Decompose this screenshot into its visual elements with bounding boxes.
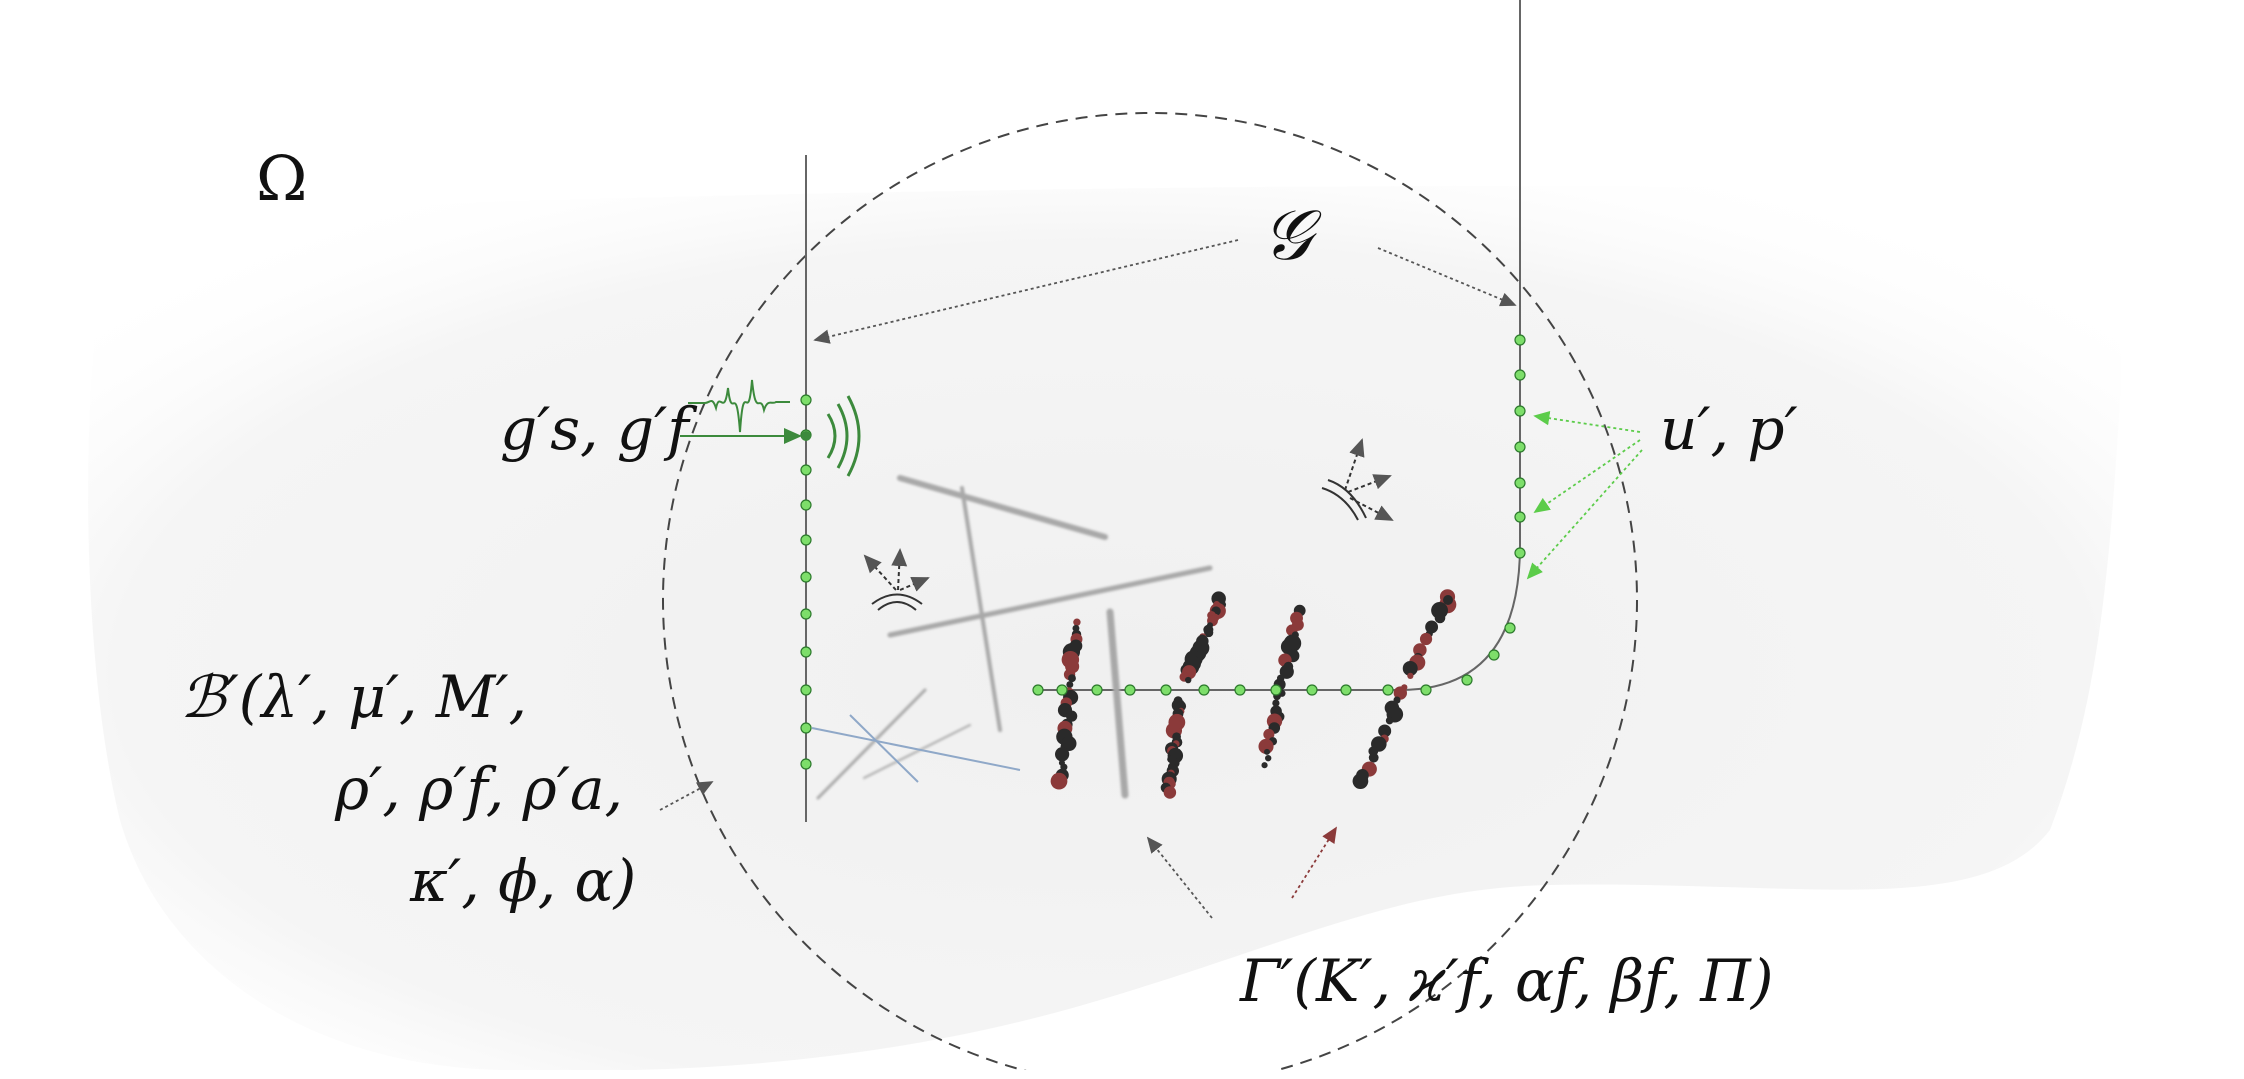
fracture-particle [1258,738,1274,754]
fracture-particle [1385,716,1394,725]
receiver-marker [1306,684,1318,696]
receiver-marker [1091,684,1103,696]
dashed-circle [662,112,1638,1079]
geophone-arrow-left [813,239,1239,344]
receiver-arrows [1526,411,1643,580]
receiver-marker [1056,684,1068,696]
receiver-marker [1032,684,1044,696]
fracture-particle [1443,595,1453,605]
fracture-particle [1402,660,1418,676]
receiver-label: u′, p′ [1660,395,1798,463]
receiver-marker [1488,649,1500,661]
source-point [801,431,811,441]
receiver-marker [1270,684,1282,696]
receiver-marker [1514,511,1526,523]
receiver-marker [1461,674,1473,686]
scatter-icon [863,548,930,611]
source-label: g′s, g′f [500,395,689,463]
fracture-particle [1272,699,1280,707]
fracture-particle [1263,728,1275,740]
receiver-marker [800,571,812,583]
fault-lines-blue [811,714,1021,783]
receiver-marker [1234,684,1246,696]
receiver-marker [800,722,812,734]
domain-label: Ω [256,142,308,215]
receiver-marker [1514,334,1526,346]
fracture-particle [1073,618,1081,626]
receiver-marker [1514,369,1526,381]
receiver-marker [1514,547,1526,559]
fracture-particle [1407,672,1414,679]
fracture-particle [1378,724,1392,738]
receiver-marker [800,464,812,476]
receiver-marker [1420,684,1432,696]
geophone-arrow-right [1377,247,1517,307]
fracture-label: Γ′(K′, ϰ′f, αf, βf, Π) [1240,947,1774,1015]
fracture-particle [1263,748,1270,755]
receiver-marker [1198,684,1210,696]
background-label-line2: ρ′, ρ′f, ρ′a, [335,755,623,823]
fracture-particle [1425,620,1439,634]
fracture-particle [1434,608,1442,616]
receiver-marker [1340,684,1352,696]
fracture-particle [1204,627,1214,638]
fracture-particle [1352,773,1369,790]
wave-emission-icon [826,395,861,477]
receiver-marker [800,684,812,696]
receiver-marker [800,499,812,511]
fracture-particle [1261,762,1268,769]
background-label-line3: κ′, ϕ, α) [410,847,637,915]
receiver-marker [1382,684,1394,696]
fracture-particle [1163,786,1177,799]
fracture-particle [1279,664,1294,679]
background-medium [88,185,2122,1071]
receiver-marker [800,534,812,546]
fractures [1050,589,1457,799]
fracture-particle [1419,632,1433,646]
right-receivers [1032,334,1526,696]
fracture-particle [1066,681,1074,689]
fracture-particle [1066,710,1078,722]
receiver-marker [1124,684,1136,696]
background-arrow [659,781,714,811]
receiver-marker [1160,684,1172,696]
fracture-particle [1393,686,1407,700]
receiver-marker [800,608,812,620]
scatter-icon [1321,438,1394,521]
receiver-marker [1514,441,1526,453]
receiver-marker [800,646,812,658]
fracture-particle [1265,754,1272,762]
fracture-particle [1185,676,1192,684]
fracture-particle [1055,747,1070,762]
fracture-particle [1368,752,1379,763]
receiver-marker [1514,477,1526,489]
fracture-particle [1050,772,1068,790]
background-label-line1: ℬ′(λ′, μ′, M′, [180,663,527,731]
receiver-marker [800,758,812,770]
wavelet-icon [688,379,790,433]
receiver-marker [800,394,812,406]
fracture-arrow-gray [1146,836,1213,919]
fault-lines [816,475,1213,800]
receiver-marker [1504,622,1516,634]
geophone-label: 𝒢 [1262,194,1312,276]
fracture-arrow-red [1291,826,1337,899]
receiver-marker [1514,405,1526,417]
fracture-particle [1068,674,1076,683]
